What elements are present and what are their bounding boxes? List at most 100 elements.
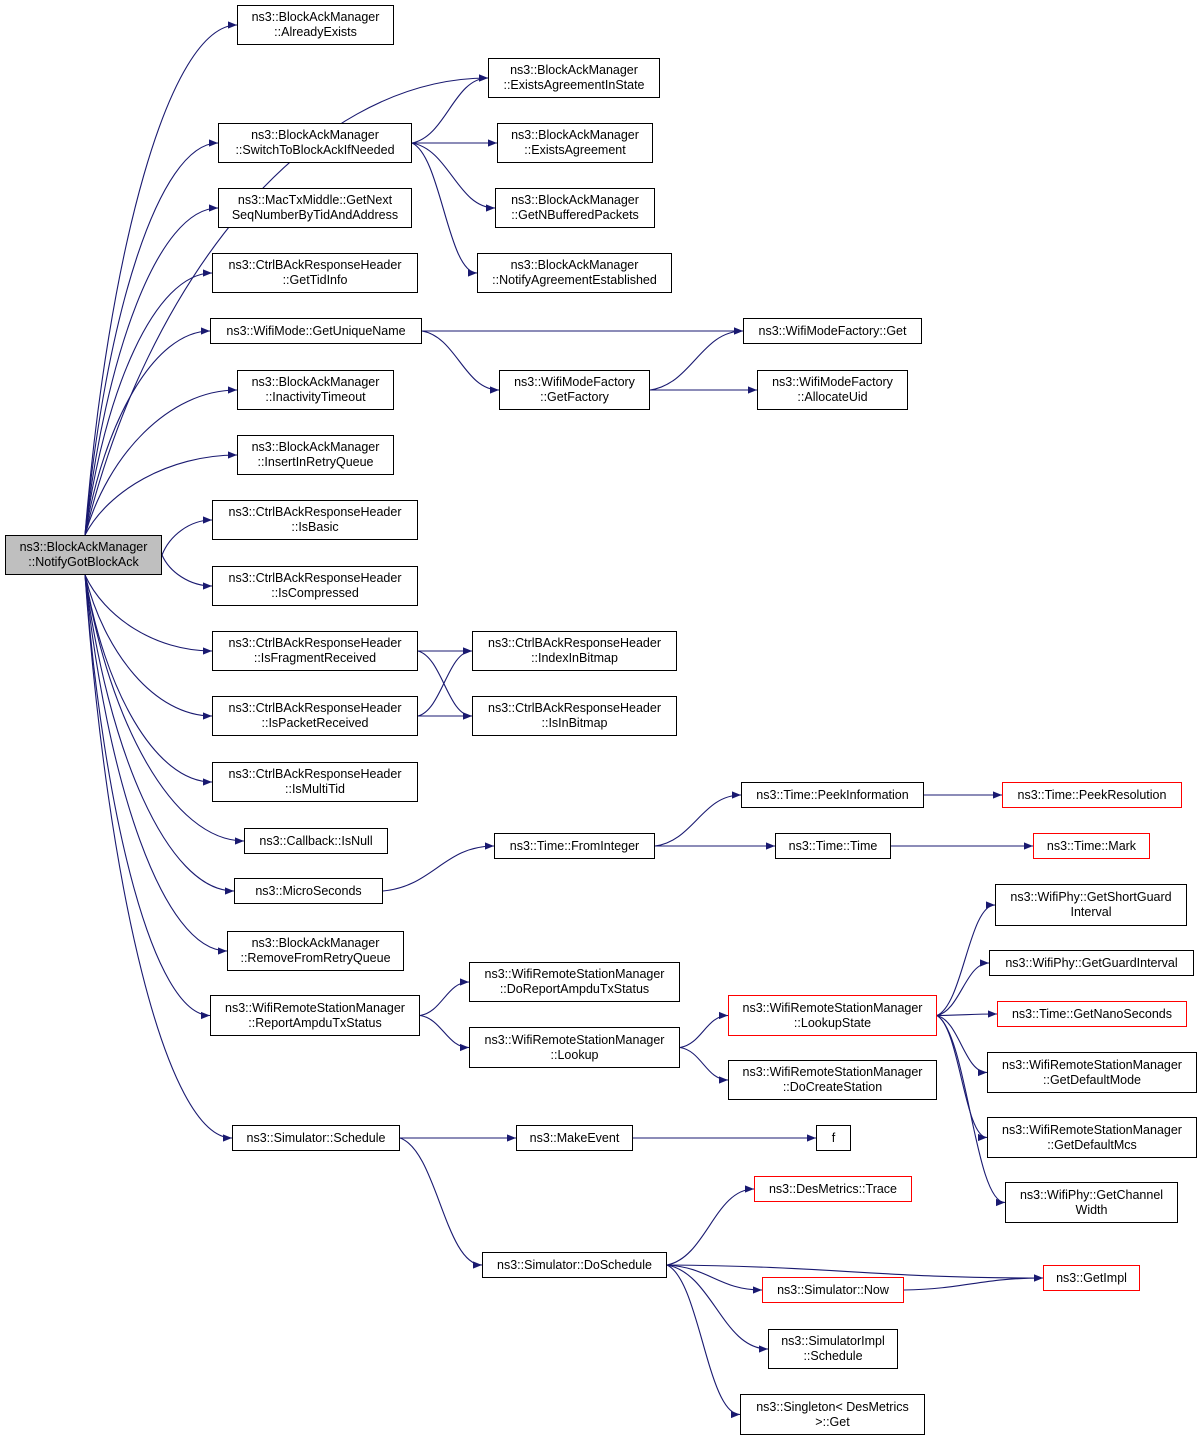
call-edge-n0-n40 <box>84 574 233 1142</box>
function-node-label: ns3::GetImpl <box>1056 1270 1127 1285</box>
function-node[interactable]: ns3::Simulator::Schedule <box>232 1125 400 1151</box>
function-node[interactable]: ns3::GetImpl <box>1043 1265 1140 1291</box>
function-node[interactable]: ns3::WifiRemoteStationManager::LookupSta… <box>728 995 937 1036</box>
function-node-label: ns3::CtrlBAckResponseHeader <box>488 636 661 650</box>
call-edge-n3-n6 <box>411 142 478 277</box>
call-edge-n45-n47 <box>666 1264 1044 1282</box>
function-node[interactable]: ns3::WifiRemoteStationManager::GetDefaul… <box>987 1117 1197 1158</box>
function-node[interactable]: ns3::CtrlBAckResponseHeader::IsFragmentR… <box>212 631 418 671</box>
function-node-label: ns3::Time::PeekInformation <box>756 787 909 802</box>
function-node-label: ns3::MicroSeconds <box>255 883 362 898</box>
function-node[interactable]: ns3::CtrlBAckResponseHeader::IsPacketRec… <box>212 696 418 736</box>
function-node-label: ::AlreadyExists <box>274 25 357 39</box>
function-node-label: ::NotifyAgreementEstablished <box>492 273 657 287</box>
function-node[interactable]: ns3::DesMetrics::Trace <box>754 1176 912 1202</box>
function-node-label: ns3::CtrlBAckResponseHeader <box>228 636 402 650</box>
function-node[interactable]: ns3::CtrlBAckResponseHeader::IsBasic <box>212 500 418 540</box>
function-node[interactable]: ns3::Callback::IsNull <box>244 828 388 854</box>
call-edge-n0-n1 <box>84 21 238 536</box>
call-edge-n36-n34 <box>679 1011 729 1049</box>
function-node-label: ns3::Time::GetNanoSeconds <box>1011 1006 1173 1021</box>
function-node[interactable]: ns3::WifiPhy::GetGuardInterval <box>989 950 1194 976</box>
function-node[interactable]: ns3::CtrlBAckResponseHeader::GetTidInfo <box>212 253 418 293</box>
function-node[interactable]: ns3::BlockAckManager::GetNBufferedPacket… <box>495 188 655 228</box>
function-node[interactable]: ns3::WifiRemoteStationManager::ReportAmp… <box>210 995 420 1036</box>
function-node[interactable]: ns3::WifiMode::GetUniqueName <box>210 318 422 344</box>
function-node[interactable]: ns3::WifiModeFactory::GetFactory <box>499 370 650 410</box>
function-node-label: ns3::Singleton< DesMetrics <box>756 1399 909 1414</box>
function-node-label: ::IsFragmentReceived <box>253 651 377 665</box>
function-node-label: ns3::DesMetrics::Trace <box>768 1181 898 1196</box>
function-node[interactable]: ns3::BlockAckManager::NotifyAgreementEst… <box>477 253 672 293</box>
function-node[interactable]: ns3::Time::PeekInformation <box>741 782 924 808</box>
function-node-label: ns3::BlockAckManager <box>251 375 380 389</box>
function-node[interactable]: ns3::SimulatorImpl::Schedule <box>768 1329 898 1369</box>
call-edge-n33-n36 <box>419 1014 470 1052</box>
function-node-label: ::GetNBufferedPackets <box>511 208 639 222</box>
function-node[interactable]: ns3::Time::GetNanoSeconds <box>997 1001 1187 1027</box>
call-edge-n3-n5 <box>411 142 496 212</box>
call-edge-n17-n20 <box>417 650 473 720</box>
function-node-label: ns3::WifiRemoteStationManager <box>742 1000 923 1015</box>
function-node[interactable]: ns3::CtrlBAckResponseHeader::IsInBitmap <box>472 696 677 736</box>
function-node-label: >::Get <box>815 1414 850 1429</box>
function-node-label: SeqNumberByTidAndAddress <box>231 208 399 222</box>
function-node[interactable]: ns3::Singleton< DesMetrics >::Get <box>740 1394 925 1435</box>
function-node-label: ns3::WifiRemoteStationManager <box>484 1032 665 1047</box>
function-node[interactable]: ns3::BlockAckManager::ExistsAgreementInS… <box>488 58 660 98</box>
function-node[interactable]: ns3::WifiModeFactory::Get <box>743 318 922 344</box>
function-node-label: ns3::Time::PeekResolution <box>1017 787 1167 802</box>
function-node[interactable]: ns3::CtrlBAckResponseHeader::IndexInBitm… <box>472 631 677 671</box>
function-node-label: ns3::SimulatorImpl <box>781 1334 885 1348</box>
function-node[interactable]: ns3::WifiRemoteStationManager::Lookup <box>469 1027 680 1068</box>
function-node[interactable]: ns3::BlockAckManager::RemoveFromRetryQue… <box>227 931 404 971</box>
function-node[interactable]: ns3::Time::FromInteger <box>494 833 655 859</box>
function-node[interactable]: ns3::CtrlBAckResponseHeader::IsCompresse… <box>212 566 418 606</box>
root-function-node: ns3::BlockAckManager::NotifyGotBlockAck <box>5 535 162 575</box>
function-node[interactable]: f <box>816 1125 851 1151</box>
function-node-label: ::GetFactory <box>540 390 609 404</box>
function-node-label: ns3::WifiRemoteStationManager <box>1002 1122 1182 1137</box>
function-node-label: ns3::CtrlBAckResponseHeader <box>228 701 402 715</box>
function-node[interactable]: ns3::BlockAckManager::InactivityTimeout <box>237 370 394 410</box>
function-node[interactable]: ns3::BlockAckManager::InsertInRetryQueue <box>237 435 394 475</box>
call-edge-n45-n44 <box>666 1185 755 1266</box>
function-node[interactable]: ns3::BlockAckManager::ExistsAgreement <box>497 123 653 163</box>
call-edge-n0-n7 <box>84 204 219 536</box>
function-node[interactable]: ns3::MicroSeconds <box>234 878 383 904</box>
function-node[interactable]: ns3::MakeEvent <box>516 1125 633 1151</box>
function-node[interactable]: ns3::Simulator::Now <box>762 1277 904 1303</box>
function-node-label: ns3::CtrlBAckResponseHeader <box>228 258 402 272</box>
call-edge-n34-n31 <box>936 959 990 1017</box>
function-node-label: ns3::BlockAckManager <box>251 936 380 950</box>
call-edge-n19-n18 <box>417 647 473 717</box>
function-node-label: ns3::Simulator::DoSchedule <box>497 1257 652 1272</box>
call-edge-n0-n19 <box>84 574 213 720</box>
function-node[interactable]: ns3::BlockAckManager::SwitchToBlockAckIf… <box>218 123 412 163</box>
function-node[interactable]: ns3::BlockAckManager::AlreadyExists <box>237 5 394 45</box>
function-node-label: ns3::WifiRemoteStationManager <box>225 1000 405 1015</box>
function-node[interactable]: ns3::Simulator::DoSchedule <box>482 1252 667 1278</box>
function-node-label: ::ExistsAgreement <box>524 143 626 157</box>
function-node-label: ns3::MacTxMiddle::GetNext <box>237 193 393 207</box>
function-node-label: ns3::CtrlBAckResponseHeader <box>228 571 402 585</box>
function-node[interactable]: ns3::Time::PeekResolution <box>1002 782 1182 808</box>
function-node-label: ns3::BlockAckManager <box>19 540 148 554</box>
function-node-label: ns3::Callback::IsNull <box>259 833 373 848</box>
function-node[interactable]: ns3::Time::Time <box>775 833 891 859</box>
call-edge-n34-n29 <box>936 901 996 1017</box>
function-node-label: ::IsBasic <box>291 520 339 534</box>
call-edge-n0-n17 <box>84 574 213 655</box>
function-node-label: ns3::MakeEvent <box>529 1130 620 1145</box>
function-node[interactable]: ns3::WifiRemoteStationManager::DoCreateS… <box>728 1060 937 1100</box>
function-node[interactable]: ns3::WifiRemoteStationManager::DoReportA… <box>469 962 680 1002</box>
function-node[interactable]: ns3::WifiRemoteStationManager::GetDefaul… <box>987 1052 1197 1093</box>
call-edge-n46-n47 <box>903 1274 1044 1291</box>
function-node[interactable]: ns3::Time::Mark <box>1033 833 1150 859</box>
function-node-label: ::Schedule <box>803 1349 863 1363</box>
function-node[interactable]: ns3::WifiModeFactory::AllocateUid <box>757 370 908 410</box>
function-node[interactable]: ns3::CtrlBAckResponseHeader::IsMultiTid <box>212 762 418 802</box>
